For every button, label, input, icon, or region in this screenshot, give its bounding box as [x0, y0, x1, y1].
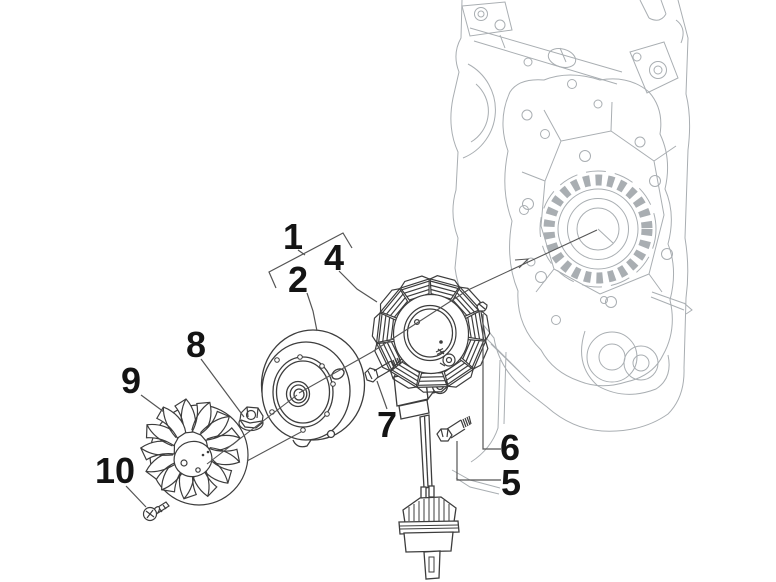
case-bottom-corner [451, 469, 501, 495]
leader-6 [482, 314, 501, 450]
axis-alignment-short [246, 431, 302, 462]
flywheel-rotor [260, 329, 366, 448]
leader-2 [306, 292, 318, 332]
flywheel-vent-slot [331, 368, 345, 380]
crankcase-background [450, 0, 693, 495]
dowel-pin-6 [476, 301, 488, 312]
lower-left-ribs [470, 329, 531, 463]
leader-7 [376, 380, 388, 410]
callout-label-5: 5 [501, 462, 521, 503]
leader-5 [456, 441, 501, 481]
stator-bolt-7 [364, 357, 402, 383]
callout-label-1: 1 [283, 216, 303, 257]
leader-1-bracket [268, 232, 353, 289]
flange-nut [238, 406, 264, 432]
leader-10 [125, 485, 147, 508]
callout-label-9: 9 [121, 360, 141, 401]
case-rib-web [540, 130, 665, 295]
leader-4 [338, 270, 378, 303]
callout-label-2: 2 [288, 259, 308, 300]
callout-labels: 1 2 4 5 6 7 8 9 10 [95, 216, 521, 503]
crankshaft-bearing-boss [539, 170, 657, 288]
leader-8 [200, 358, 245, 418]
connector-plug [398, 485, 460, 580]
stator-center-hole [403, 304, 457, 362]
upper-left-engine-lug [461, 1, 513, 37]
fan-screw-10 [142, 501, 170, 522]
callout-label-6: 6 [500, 427, 520, 468]
axis-arrowhead [514, 258, 530, 269]
axis-flywheel-to-crankcase [298, 229, 598, 394]
callout-label-7: 7 [377, 404, 397, 445]
stator-mount-ear [437, 348, 456, 367]
cylinder-spigot-arcs [462, 63, 496, 159]
stator-bolt-5 [436, 415, 472, 442]
gasket-contour [502, 74, 674, 387]
assembly-axis-lines [206, 229, 598, 465]
leader-9 [140, 394, 165, 413]
case-stud [650, 291, 693, 315]
upper-right-engine-lug [629, 0, 684, 94]
frame-beams [469, 27, 623, 85]
cable-sleeve-line [423, 415, 429, 488]
callout-label-10: 10 [95, 450, 135, 491]
crankcase-outline [450, 0, 691, 432]
stator [371, 273, 492, 393]
axis-fan-to-flywheel [206, 394, 298, 465]
case-rib-spokes [521, 101, 677, 293]
stator-wiring [398, 414, 460, 580]
fan-center-disc [173, 440, 213, 478]
callout-label-4: 4 [324, 237, 344, 278]
cooling-fan [138, 396, 249, 506]
lower-case-bosses [581, 330, 670, 395]
callout-leaders [125, 232, 501, 508]
callout-label-8: 8 [186, 324, 206, 365]
